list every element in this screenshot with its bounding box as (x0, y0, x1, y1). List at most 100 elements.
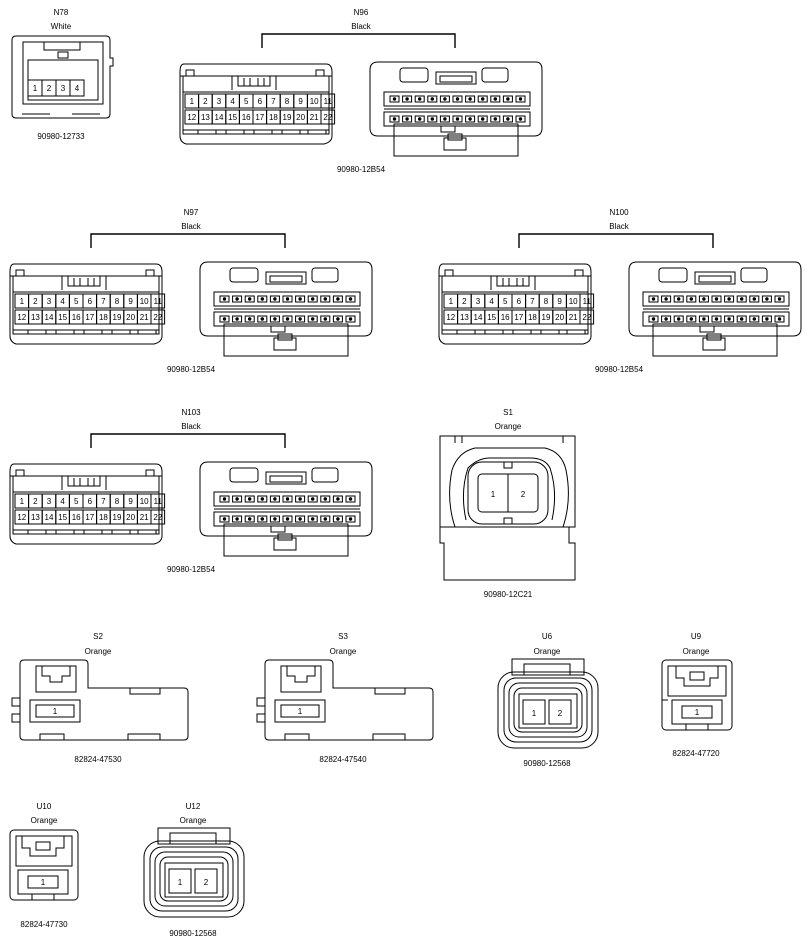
n100-female-socket (765, 317, 769, 321)
n97-part-number: 90980-12B54 (166, 365, 216, 374)
n97-male-pin: 18 (99, 313, 108, 322)
s1-pin-2: 2 (521, 490, 526, 499)
n103-male-pin: 2 (33, 497, 38, 506)
n97-code: N97 (183, 208, 199, 217)
n100-part-number: 90980-12B54 (594, 365, 644, 374)
n96-female-socket (418, 97, 422, 101)
n96-female-socket (468, 97, 472, 101)
n100-male-pin: 20 (555, 313, 564, 322)
n103-male-pin: 16 (72, 513, 81, 522)
n100-male-pin: 9 (557, 297, 562, 306)
n103-color: Black (181, 422, 201, 431)
n103-male-pin: 7 (101, 497, 106, 506)
n96-male-pin: 3 (217, 97, 222, 106)
n100-male-pin: 1 (449, 297, 454, 306)
n97-male-pin: 13 (31, 313, 40, 322)
n97-female-socket (222, 297, 227, 301)
s2-connector (11, 659, 189, 741)
s1-connector (439, 435, 576, 581)
n100-male-pin: 2 (462, 297, 467, 306)
n103-female-connector (199, 461, 373, 557)
n96-female-socket (493, 117, 497, 121)
n100-bracket (518, 233, 714, 248)
n97-male-pin: 12 (17, 313, 26, 322)
n97-female-socket (311, 317, 315, 321)
s3-color: Orange (329, 647, 357, 656)
n97-female-connector (199, 261, 373, 357)
n100-female-socket (727, 317, 731, 321)
n96-male-pin: 20 (296, 113, 305, 122)
n96-male-pin: 15 (228, 113, 237, 122)
n78-color: White (50, 22, 72, 31)
n103-female-socket (273, 517, 277, 521)
n96-male-pin: 6 (258, 97, 263, 106)
n103-female-socket (323, 517, 327, 521)
n96-male-pin: 9 (298, 97, 303, 106)
n96-female-socket (506, 117, 510, 121)
n97-male-pin: 7 (101, 297, 106, 306)
s1-part-number: 90980-12C21 (483, 590, 533, 599)
n97-female-socket (248, 317, 252, 321)
n103-male-pin: 8 (115, 497, 120, 506)
n103-code: N103 (181, 408, 201, 417)
n96-male-pin: 1 (190, 97, 195, 106)
n103-male-pin: 18 (99, 513, 108, 522)
n97-female-socket (260, 317, 264, 321)
u6-part-number: 90980-12568 (523, 759, 571, 768)
s2-code: S2 (93, 632, 103, 641)
n96-female-socket (405, 117, 409, 121)
n96-male-pin: 7 (271, 97, 276, 106)
n103-male-pin: 15 (58, 513, 67, 522)
n103-female-socket (285, 517, 290, 521)
u10-part-number: 82824-47730 (20, 920, 68, 929)
n97-male-pin: 1 (20, 297, 25, 306)
n100-female-connector (628, 261, 802, 357)
n103-female-socket (260, 517, 264, 521)
n96-female-socket (405, 97, 409, 101)
n97-male-pin: 17 (85, 313, 94, 322)
n100-male-pin: 19 (542, 313, 551, 322)
n103-female-socket (311, 497, 315, 501)
n78-pin-2: 2 (47, 84, 52, 93)
u9-pin-1: 1 (695, 708, 700, 717)
n103-male-pin: 14 (45, 513, 54, 522)
n100-male-pin: 12 (446, 313, 455, 322)
n96-male-pin: 17 (255, 113, 264, 122)
n96-male-pin: 21 (310, 113, 319, 122)
n103-female-socket (298, 497, 302, 501)
n103-male-pin: 9 (128, 497, 133, 506)
n100-female-socket (689, 297, 693, 301)
n100-color: Black (609, 222, 629, 231)
u9-code: U9 (690, 632, 702, 641)
n97-female-socket (260, 297, 264, 301)
n97-female-socket (285, 297, 290, 301)
n103-female-socket (285, 497, 290, 501)
n96-male-pin: 4 (230, 97, 235, 106)
u9-connector (661, 659, 733, 731)
n103-female-socket (235, 517, 239, 521)
n100-female-socket (702, 317, 706, 321)
s3-pin-1: 1 (298, 707, 303, 716)
n100-female-socket (689, 317, 693, 321)
n100-male-pin: 8 (544, 297, 549, 306)
n100-female-socket (777, 297, 782, 301)
n100-female-socket (740, 317, 744, 321)
n96-female-socket (506, 97, 510, 101)
n96-female-socket (455, 117, 460, 121)
n103-bracket (90, 433, 286, 448)
u6-code: U6 (541, 632, 553, 641)
n78-pin-1: 1 (33, 84, 38, 93)
u12-part-number: 90980-12568 (169, 929, 217, 938)
n100-male-pin: 5 (503, 297, 508, 306)
n103-female-socket (248, 497, 252, 501)
n97-female-socket (323, 317, 327, 321)
n97-female-socket (323, 297, 327, 301)
u12-color: Orange (179, 816, 207, 825)
n96-male-pin: 16 (242, 113, 251, 122)
u6-pin-1: 1 (532, 709, 537, 718)
